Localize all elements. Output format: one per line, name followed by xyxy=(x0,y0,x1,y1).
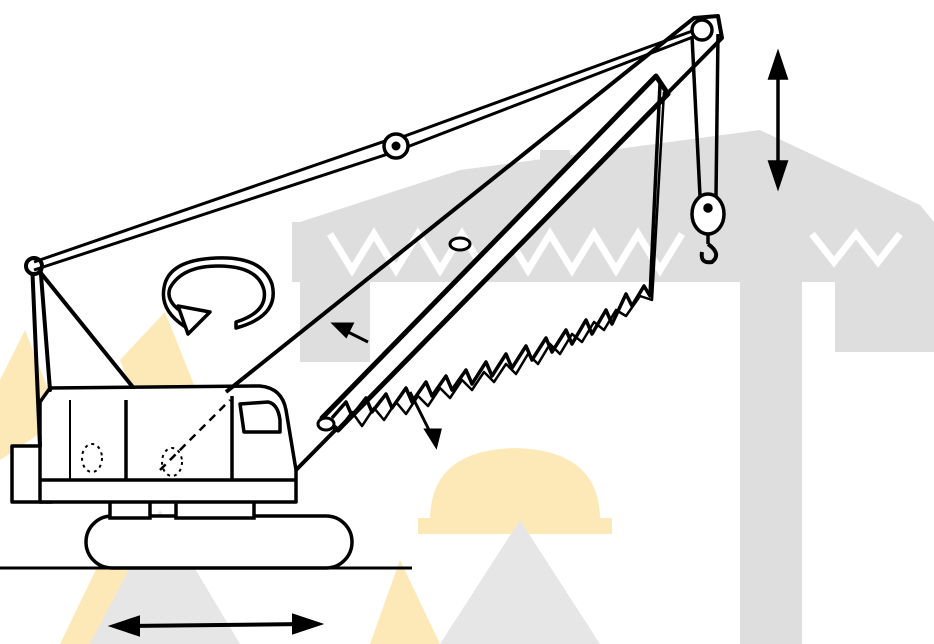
circular-arrow-icon xyxy=(163,258,273,334)
crane-body xyxy=(12,386,296,502)
boom-tip-sheave xyxy=(692,20,712,40)
vertical-double-arrow-icon xyxy=(770,54,786,186)
cab-window xyxy=(240,402,280,432)
crawler-track xyxy=(86,500,352,568)
